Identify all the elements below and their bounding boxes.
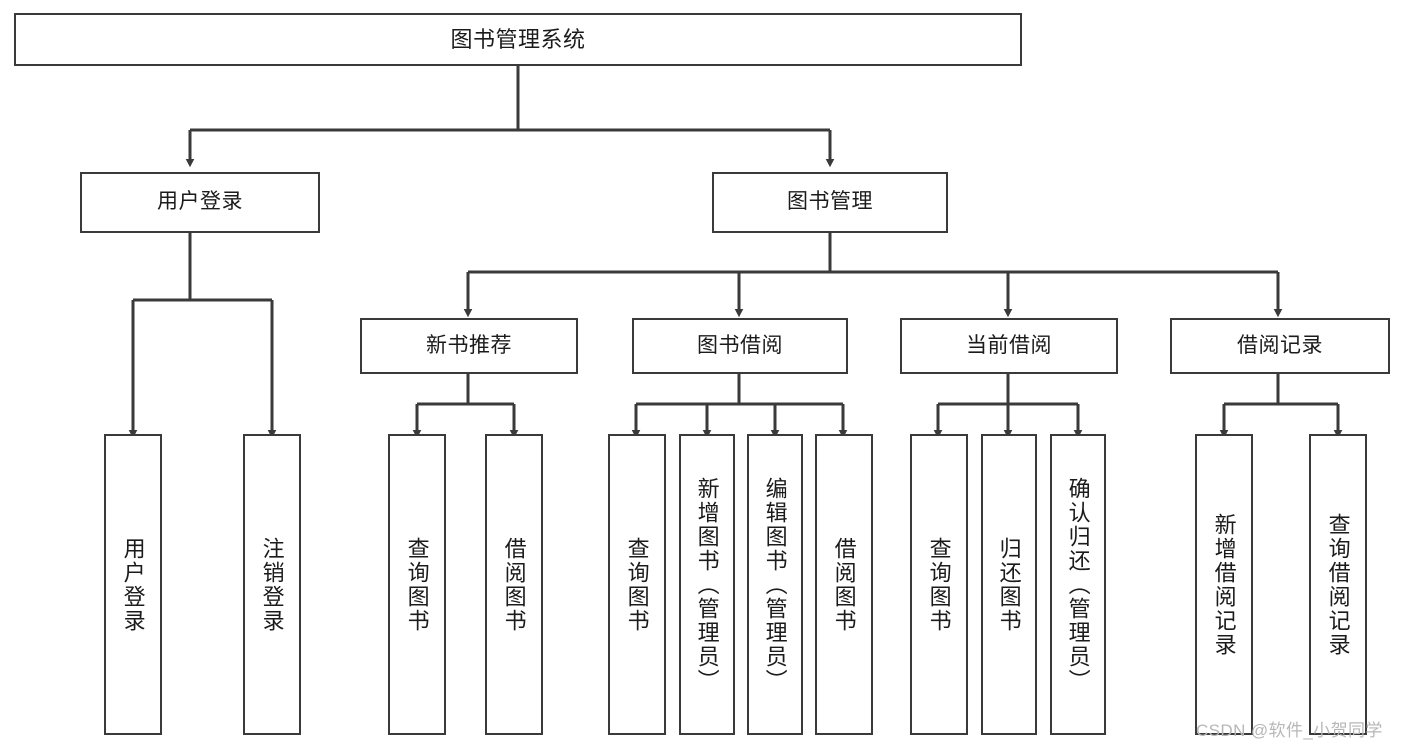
leaf-new-book-query-book[interactable]: 查询图书 — [388, 434, 446, 735]
node-label: 注销登录 — [259, 536, 285, 633]
node-label: 图书管理 — [787, 190, 873, 214]
node-label: 查询图书 — [624, 536, 650, 633]
node-label: 借阅记录 — [1237, 333, 1323, 357]
node-label: 新增借阅记录 — [1211, 512, 1237, 657]
node-label: 归还图书 — [996, 536, 1022, 633]
leaf-current-borrow-return-book[interactable]: 归还图书 — [981, 434, 1037, 735]
node-label: 借阅图书 — [831, 536, 857, 633]
leaf-current-borrow-confirm-return-admin[interactable]: 确认归还（管理员） — [1050, 434, 1106, 735]
node-root-book-management-system[interactable]: 图书管理系统 — [14, 13, 1022, 66]
node-new-book-recommend[interactable]: 新书推荐 — [360, 318, 578, 374]
node-label: 用户登录 — [120, 536, 146, 633]
node-label: 图书借阅 — [697, 333, 783, 357]
node-label: 图书管理系统 — [450, 26, 586, 52]
node-borrow-record[interactable]: 借阅记录 — [1170, 318, 1390, 374]
leaf-current-borrow-query-book[interactable]: 查询图书 — [910, 434, 968, 735]
leaf-user-login-login[interactable]: 用户登录 — [104, 434, 162, 735]
leaf-book-borrow-add-book-admin[interactable]: 新增图书（管理员） — [679, 434, 735, 735]
node-label: 借阅图书 — [501, 536, 527, 633]
node-label: 确认归还（管理员） — [1065, 476, 1091, 693]
node-book-borrow[interactable]: 图书借阅 — [632, 318, 848, 374]
node-label: 编辑图书（管理员） — [762, 476, 788, 693]
leaf-book-borrow-edit-book-admin[interactable]: 编辑图书（管理员） — [747, 434, 803, 735]
leaf-book-borrow-borrow-book[interactable]: 借阅图书 — [815, 434, 873, 735]
leaf-borrow-record-add-record[interactable]: 新增借阅记录 — [1195, 434, 1253, 735]
node-label: 查询图书 — [926, 536, 952, 633]
leaf-user-login-logout[interactable]: 注销登录 — [243, 434, 301, 735]
node-current-borrow[interactable]: 当前借阅 — [900, 318, 1118, 374]
leaf-borrow-record-query-record[interactable]: 查询借阅记录 — [1309, 434, 1367, 735]
node-book-management[interactable]: 图书管理 — [712, 172, 948, 233]
node-label: 查询图书 — [404, 536, 430, 633]
node-label: 查询借阅记录 — [1325, 512, 1351, 657]
node-user-login[interactable]: 用户登录 — [80, 172, 320, 233]
leaf-new-book-borrow-book[interactable]: 借阅图书 — [485, 434, 543, 735]
node-label: 新书推荐 — [426, 333, 512, 357]
node-label: 用户登录 — [157, 190, 243, 214]
leaf-book-borrow-query-book[interactable]: 查询图书 — [608, 434, 666, 735]
node-label: 当前借阅 — [966, 333, 1052, 357]
node-label: 新增图书（管理员） — [694, 476, 720, 693]
